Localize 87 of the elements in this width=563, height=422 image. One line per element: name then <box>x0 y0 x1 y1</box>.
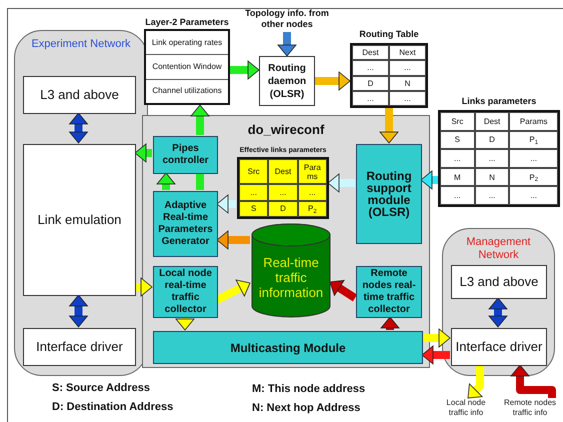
block-arrow <box>488 298 508 328</box>
table-cell: P$_{2}$ <box>298 200 327 217</box>
module-box: Remote nodes real-time traffic collector <box>356 266 422 318</box>
block-arrow <box>315 72 350 90</box>
block-arrow <box>330 280 358 302</box>
table-cell: Next <box>389 45 426 60</box>
table-cell: S <box>440 130 475 150</box>
table-cell: P$_{2}$ <box>509 168 558 186</box>
block-arrow <box>69 112 88 144</box>
table-cell: Dest <box>474 112 510 131</box>
table-cell: D <box>474 130 510 150</box>
module-box: Multicasting Module <box>153 331 423 364</box>
component-box: L3 and above <box>23 76 136 114</box>
component-box: Link emulation <box>23 144 136 296</box>
table-cell: Src <box>440 112 475 131</box>
table-title: Layer-2 Parameters <box>144 16 230 29</box>
legend-note: S: Source Address <box>52 381 150 396</box>
table-cell: D <box>352 76 389 91</box>
table-cell: ... <box>509 186 558 205</box>
component-box: Interface driver <box>23 328 136 366</box>
legend-note: N: Next hop Address <box>252 401 360 416</box>
table-cell: Dest <box>268 159 298 184</box>
block-arrow <box>422 346 450 364</box>
block-arrow <box>230 60 260 80</box>
block-arrow <box>468 365 484 398</box>
block-arrow <box>420 170 438 190</box>
table-cell: ... <box>352 90 389 106</box>
module-box: Routing support module (OLSR) <box>356 144 422 244</box>
table-cell: ... <box>474 186 510 205</box>
block-arrow <box>215 280 250 304</box>
component-box: Interface driver <box>451 328 547 366</box>
annotation-text: Topology info. from other nodes <box>244 8 330 32</box>
module-panel <box>142 115 430 368</box>
table-cell: Link operating rates <box>146 31 228 56</box>
table-cell: ... <box>239 184 268 201</box>
block-arrow <box>156 172 176 190</box>
database-cylinder: Real-time traffic information <box>251 223 331 318</box>
block-arrow <box>278 32 296 56</box>
table-cell: ... <box>440 149 475 168</box>
block-arrow <box>422 328 450 348</box>
table-cell: ... <box>474 149 510 168</box>
annotation-text: Remote nodes traffic info <box>498 398 562 422</box>
block-arrow <box>380 108 398 144</box>
panel-title: Experiment Network <box>31 38 131 51</box>
table-cell: P$_{1}$ <box>509 130 558 150</box>
table-cell: M <box>440 168 475 186</box>
block-arrow <box>380 316 400 330</box>
block-arrow <box>328 174 355 192</box>
table-cell: D <box>268 200 298 217</box>
table-title: Routing Table <box>358 28 420 40</box>
block-arrow <box>69 294 88 328</box>
annotation-text: Local node traffic info <box>436 398 496 422</box>
network-panel <box>14 30 148 376</box>
legend-note: D: Destination Address <box>52 400 174 415</box>
table-cell: ... <box>298 184 327 201</box>
block-arrow <box>134 144 152 162</box>
block-arrow <box>176 317 194 330</box>
table-cell: ... <box>440 186 475 205</box>
table-cell-text: Channel utilizations <box>151 85 223 98</box>
block-arrow <box>135 278 152 296</box>
component-box: L3 and above <box>451 265 547 299</box>
block-arrow <box>216 194 236 214</box>
table-cell: ... <box>389 60 426 76</box>
table-cell: Contention Window <box>146 55 228 80</box>
panel-title: Management Network <box>465 236 532 262</box>
table-cell: Dest <box>352 45 389 60</box>
block-arrow <box>190 104 210 135</box>
legend-note: M: This node address <box>252 382 366 397</box>
block-arrow <box>216 230 250 250</box>
table-cell: N <box>474 168 510 186</box>
table-cell: N <box>389 76 426 91</box>
module-box: Adaptive Real-time Parameters Generator <box>153 191 218 257</box>
block-arrow <box>510 364 556 398</box>
module-box: Pipes controller <box>153 136 218 174</box>
table-cell: S <box>239 200 268 217</box>
table-cell: ... <box>389 90 426 106</box>
table-title: Links parameters <box>460 95 538 107</box>
table-cell: ... <box>509 149 558 168</box>
module-box: Local node real-time traffic collector <box>153 266 218 318</box>
table-cell: ... <box>268 184 298 201</box>
panel-title: do_wireconf <box>246 121 326 139</box>
table-cell: ... <box>352 60 389 76</box>
table-cell: Params <box>509 112 558 131</box>
component-box: Routing daemon (OLSR) <box>259 56 315 106</box>
table-cell: Src <box>239 159 268 184</box>
table-cell: Para ms <box>298 159 327 184</box>
network-panel <box>442 228 555 376</box>
